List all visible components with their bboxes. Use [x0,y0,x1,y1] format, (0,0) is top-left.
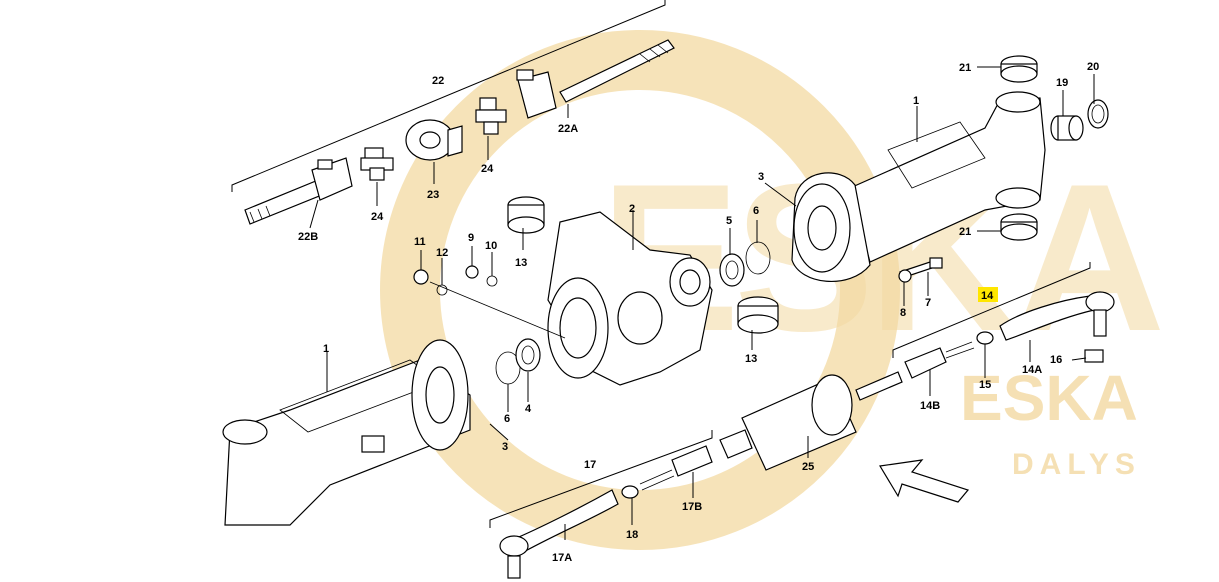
drive-shaft-22 [244,39,675,225]
callout-10: 10 [485,240,497,252]
leader-lines [309,66,1095,540]
bushing-13-bottom [737,296,779,334]
bushing-19 [1050,115,1084,141]
callout-8: 8 [900,307,906,319]
callout-19: 19 [1056,77,1068,89]
callout-13-top: 13 [515,257,527,269]
callout-21-top: 21 [959,62,971,74]
callout-22a: 22A [558,123,578,135]
callout-21-bottom: 21 [959,226,971,238]
bearing-21-bottom [1000,213,1038,241]
watermark-brand-sub: DALYS [1012,448,1141,481]
group-line-22 [231,0,666,192]
callout-labels: 1 1 2 3 3 4 5 6 6 7 8 9 10 11 12 13 13 1… [298,61,1099,564]
callout-18: 18 [626,529,638,541]
tie-rod-sleeve-17b [621,445,713,499]
callout-20: 20 [1087,61,1099,73]
trunnion-housing-2 [547,211,713,386]
callout-22: 22 [432,75,444,87]
axle-housing-1-top [791,91,1046,283]
bushing-13-top [507,196,545,234]
callout-2: 2 [629,203,635,215]
callout-24-left: 24 [371,211,384,223]
callout-14b: 14B [920,400,940,412]
washer-15-nut-16 [976,331,1104,363]
seal-5-6-top [719,241,771,287]
callout-1-top: 1 [913,95,919,107]
callout-11: 11 [414,236,426,248]
callout-3-bottom: 3 [502,441,508,453]
callout-15: 15 [979,379,991,391]
callout-12: 12 [436,247,448,259]
tie-rod-end-17a [499,489,619,579]
group-line-17 [489,430,713,528]
callout-25: 25 [802,461,814,473]
callout-24-right: 24 [481,163,494,175]
tie-rod-end-14a [999,291,1115,341]
axle-housing-1-bottom [222,339,471,526]
callout-14: 14 [981,290,994,302]
callout-5: 5 [726,215,732,227]
highlight-14 [978,287,998,302]
callout-14a: 14A [1022,364,1042,376]
cross-journal-24-right [475,97,507,135]
seal-4-6-bottom [495,338,541,385]
callout-17b: 17B [682,501,702,513]
group-line-14 [892,262,1091,358]
tie-rod-sleeve-14b [904,341,975,379]
callout-23: 23 [427,189,439,201]
callout-3-top: 3 [758,171,764,183]
seal-ring-20 [1087,99,1109,129]
steering-cylinder-25 [719,371,903,471]
callout-13-bottom: 13 [745,353,757,365]
coupling-yoke-23 [405,119,463,161]
callout-9: 9 [468,232,474,244]
callout-4: 4 [525,403,532,415]
callout-22b: 22B [298,231,318,243]
callout-17a: 17A [552,552,572,564]
callout-6-top: 6 [753,205,759,217]
bolt-7-washer-8 [898,257,943,283]
direction-arrow [879,459,970,503]
callout-6-bottom: 6 [504,413,510,425]
callout-17: 17 [584,459,596,471]
callout-1-bottom: 1 [323,343,329,355]
callout-16: 16 [1050,354,1062,366]
cross-journal-24-left [360,147,394,181]
watermark-brand-small: ESKA [960,362,1138,434]
callout-7: 7 [925,297,931,309]
bearing-21-top [1000,55,1038,83]
